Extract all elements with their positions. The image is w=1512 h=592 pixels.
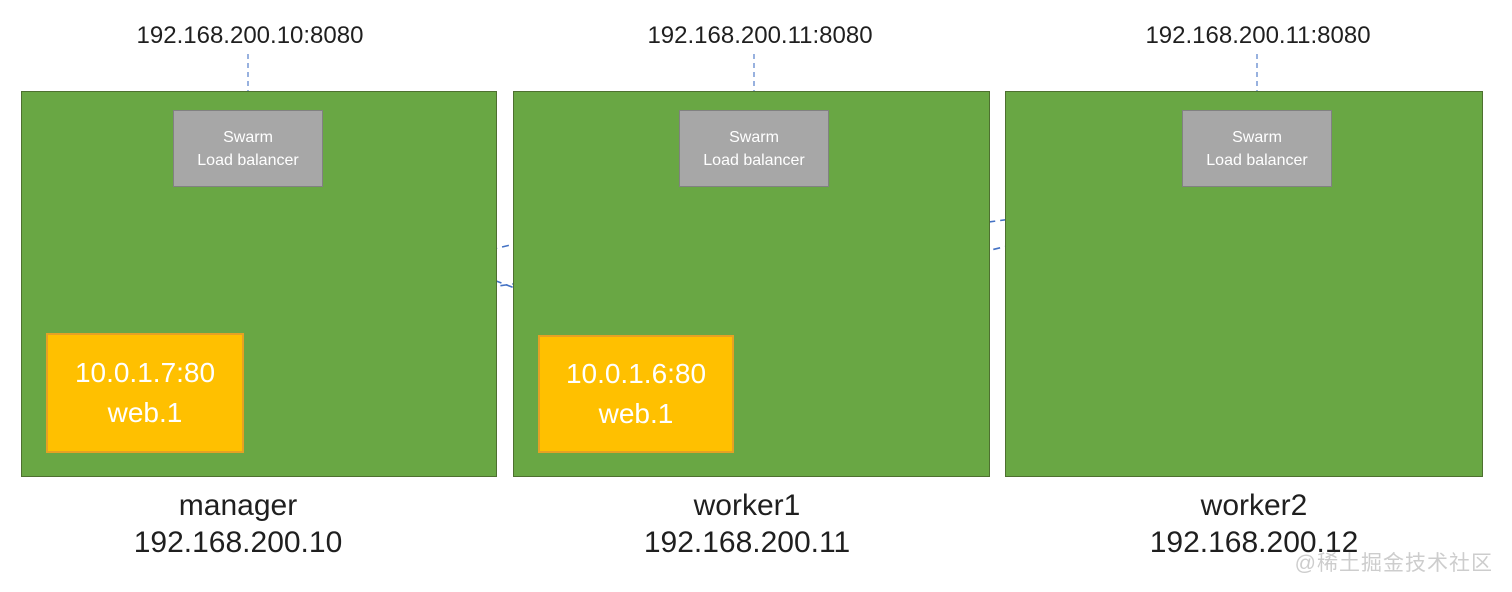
swarm-load-balancer-box: Swarm Load balancer <box>1182 110 1332 187</box>
lb-label-line1: Swarm <box>729 128 779 146</box>
lb-label-line2: Load balancer <box>1206 151 1308 169</box>
node-label-worker2: worker2 192.168.200.12 <box>1150 487 1359 561</box>
lb-label-line2: Load balancer <box>197 151 299 169</box>
node-name: worker1 <box>693 489 801 522</box>
container-task-box: 10.0.1.6:80 web.1 <box>538 335 734 453</box>
lb-label-line1: Swarm <box>1232 128 1282 146</box>
node-ip: 192.168.200.11 <box>643 526 851 559</box>
external-endpoint-label-worker1: 192.168.200.11:8080 <box>647 22 873 49</box>
swarm-load-balancer-box: Swarm Load balancer <box>173 110 323 187</box>
watermark: @稀土掘金技术社区 <box>1294 552 1493 575</box>
container-task-box: 10.0.1.7:80 web.1 <box>46 333 244 453</box>
node-box-manager: Swarm Load balancer 10.0.1.7:80 web.1 <box>21 91 497 477</box>
node-ip: 192.168.200.10 <box>133 526 343 559</box>
task-endpoint: 10.0.1.6:80 <box>565 358 707 389</box>
task-name: web.1 <box>107 397 183 428</box>
node-name: worker2 <box>1200 489 1308 522</box>
task-endpoint: 10.0.1.7:80 <box>74 357 216 388</box>
node-box-worker2: Swarm Load balancer <box>1005 91 1483 477</box>
lb-label-line2: Load balancer <box>703 151 805 169</box>
external-endpoint-label-worker2: 192.168.200.11:8080 <box>1145 22 1371 49</box>
node-box-worker1: Swarm Load balancer 10.0.1.6:80 web.1 <box>513 91 990 477</box>
lb-label-line1: Swarm <box>223 128 273 146</box>
task-name: web.1 <box>598 398 674 429</box>
node-label-worker1: worker1 192.168.200.11 <box>644 487 850 561</box>
node-name: manager <box>178 489 298 522</box>
swarm-load-balancer-box: Swarm Load balancer <box>679 110 829 187</box>
node-label-manager: manager 192.168.200.10 <box>134 487 343 561</box>
external-endpoint-label-manager: 192.168.200.10:8080 <box>136 22 364 49</box>
node-ip: 192.168.200.12 <box>1149 526 1359 559</box>
